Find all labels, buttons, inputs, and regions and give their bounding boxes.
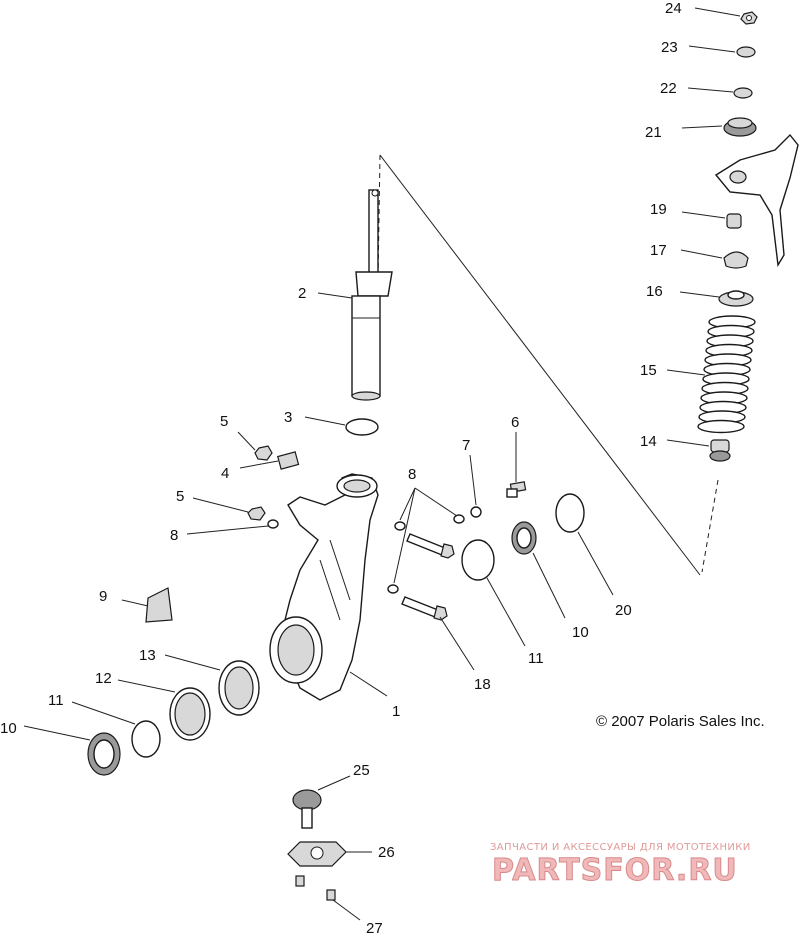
callout-2: 2 bbox=[298, 285, 306, 302]
part-10-bearing-right bbox=[511, 521, 537, 555]
watermark-tagline: ЗАПЧАСТИ И АКСЕССУАРЫ ДЛЯ МОТОТЕХНИКИ bbox=[490, 842, 751, 853]
part-23-washer bbox=[736, 46, 756, 58]
part-11-seal-left bbox=[131, 720, 161, 758]
part-4-clip bbox=[277, 451, 300, 470]
callout-6: 6 bbox=[511, 414, 519, 431]
part-8-washer-c bbox=[387, 584, 399, 594]
callout-20: 20 bbox=[615, 602, 632, 619]
part-18-bolt-lower bbox=[401, 596, 448, 621]
callout-22: 22 bbox=[660, 80, 677, 97]
callout-12: 12 bbox=[95, 670, 112, 687]
part-8-washer-a bbox=[453, 514, 465, 524]
part-24-nut bbox=[740, 11, 758, 25]
part-26-plate bbox=[287, 841, 347, 867]
callout-25: 25 bbox=[353, 762, 370, 779]
callout-26: 26 bbox=[378, 844, 395, 861]
part-2-shock-absorber bbox=[351, 189, 393, 401]
callout-18: 18 bbox=[474, 676, 491, 693]
part-6-bolt bbox=[506, 481, 527, 498]
callout-17: 17 bbox=[650, 242, 667, 259]
part-25-ball-joint bbox=[292, 789, 322, 829]
part-17-cup bbox=[723, 251, 749, 269]
callout-10-left: 10 bbox=[0, 720, 17, 737]
callout-11-right: 11 bbox=[528, 650, 544, 667]
callout-4: 4 bbox=[221, 465, 229, 482]
callout-8-left: 8 bbox=[170, 527, 178, 544]
part-7-washer bbox=[470, 506, 482, 518]
callout-19: 19 bbox=[650, 201, 667, 218]
part-5-nut-upper bbox=[254, 445, 273, 461]
callout-5-upper: 5 bbox=[220, 413, 228, 430]
part-13-seal bbox=[218, 660, 260, 716]
spring-coil bbox=[697, 419, 745, 434]
callout-24: 24 bbox=[665, 0, 682, 17]
part-9-wedge bbox=[145, 587, 173, 623]
callout-9: 9 bbox=[99, 588, 107, 605]
copyright-notice: © 2007 Polaris Sales Inc. bbox=[596, 713, 765, 730]
watermark-logo: PARTSFOR.RU bbox=[492, 853, 738, 889]
callout-1: 1 bbox=[392, 703, 400, 720]
part-5-nut-lower bbox=[247, 506, 266, 521]
part-19-bump-stop bbox=[726, 213, 742, 229]
part-14-lower-seat bbox=[709, 439, 731, 462]
callout-7: 7 bbox=[462, 437, 470, 454]
leader-lines bbox=[23, 7, 741, 921]
part-8-washer-b bbox=[394, 521, 406, 531]
callout-8-right: 8 bbox=[408, 466, 416, 483]
callout-21: 21 bbox=[645, 124, 662, 141]
callout-5-lower: 5 bbox=[176, 488, 184, 505]
callout-3: 3 bbox=[284, 409, 292, 426]
part-16-spring-seat bbox=[718, 290, 754, 307]
part-22-washer bbox=[733, 87, 753, 99]
part-27-screws bbox=[295, 875, 336, 901]
callout-16: 16 bbox=[646, 283, 663, 300]
part-18-bolt-upper bbox=[406, 533, 455, 559]
part-1-steering-knuckle bbox=[269, 473, 379, 701]
part-12-bearing-race bbox=[169, 687, 211, 741]
part-3-o-ring bbox=[345, 418, 379, 436]
part-11-seal-right bbox=[461, 539, 495, 581]
callout-15: 15 bbox=[640, 362, 657, 379]
callout-11-left: 11 bbox=[48, 692, 64, 709]
upper-frame-bracket bbox=[714, 133, 799, 268]
part-10-bearing-left bbox=[87, 732, 121, 776]
callout-23: 23 bbox=[661, 39, 678, 56]
callout-10-right: 10 bbox=[572, 624, 589, 641]
part-20-ring bbox=[555, 493, 585, 533]
part-15-coil-spring bbox=[697, 315, 756, 434]
part-21-bushing bbox=[723, 117, 757, 137]
assembly-guide-lines bbox=[377, 154, 719, 576]
part-8-washer-left bbox=[267, 519, 279, 529]
callout-labels: 24 23 22 21 19 17 16 15 14 2 3 5 4 5 8 9… bbox=[0, 0, 682, 935]
callout-27: 27 bbox=[366, 920, 383, 935]
callout-14: 14 bbox=[640, 433, 657, 450]
callout-13: 13 bbox=[139, 647, 156, 664]
